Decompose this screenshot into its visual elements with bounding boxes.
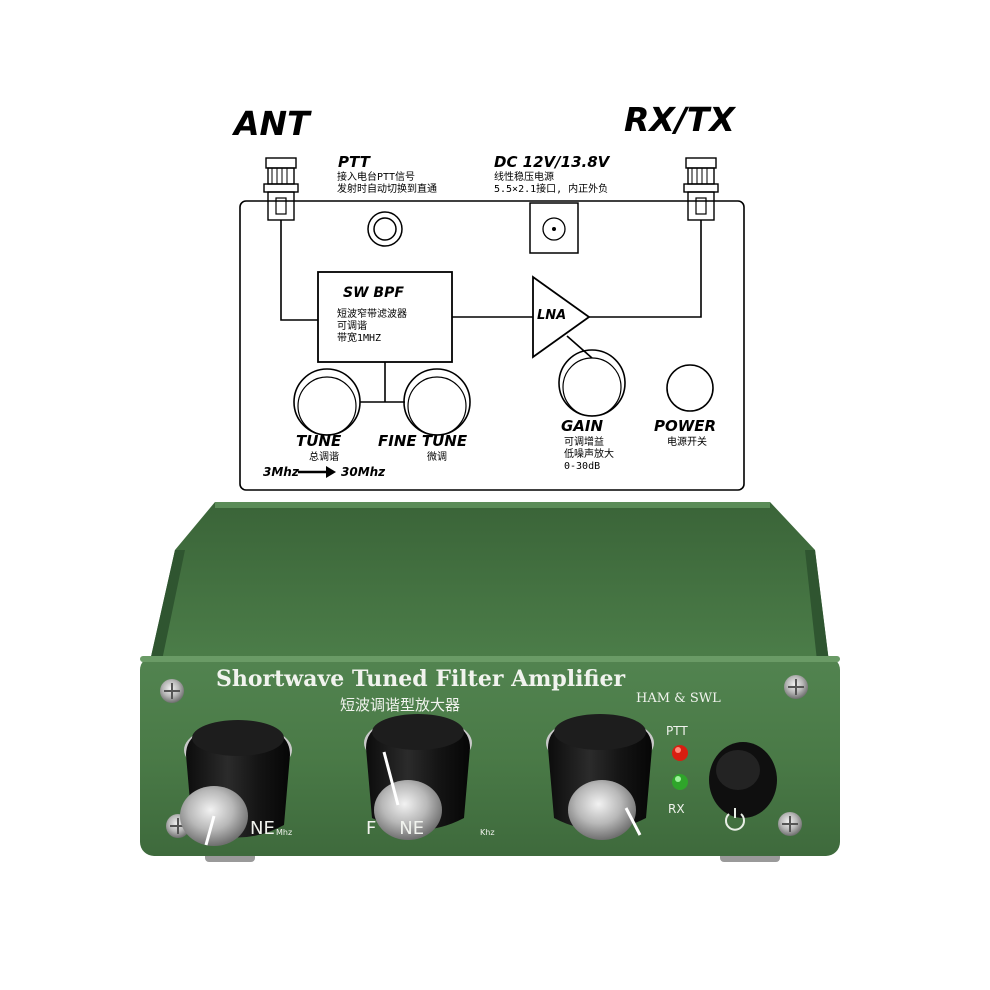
amplifier-device-photo: Shortwave Tuned Filter Amplifier 短波调谐型放大… xyxy=(0,480,990,990)
device-title-en: Shortwave Tuned Filter Amplifier xyxy=(216,666,626,692)
brand-label: HAM & SWL xyxy=(636,691,721,706)
ptt-desc-line2: 发射时自动切换到直通 xyxy=(337,184,437,195)
rxtx-label: RX/TX xyxy=(624,100,735,139)
tune-title: TUNE xyxy=(296,432,342,450)
wiring-diagram: ANT RX/TX PTT 接入电台PTT信号 发射时自动切换到直通 DC 12… xyxy=(234,100,745,491)
rx-led-icon xyxy=(672,774,688,790)
power-title: POWER xyxy=(654,417,717,435)
bpf-line1: 短波窄带滤波器 xyxy=(337,309,407,320)
power-button xyxy=(709,742,777,818)
dc-desc-line2: 5.5×2.1接口, 内正外负 xyxy=(494,184,609,195)
bpf-line2: 可调谐 xyxy=(337,321,367,332)
device-body xyxy=(140,502,840,862)
tune-unit: Mhz xyxy=(276,828,293,837)
range-to: 30Mhz xyxy=(341,465,386,479)
power-desc: 电源开关 xyxy=(667,437,707,448)
range-arrow-icon xyxy=(298,466,336,478)
ptt-jack-icon xyxy=(367,211,403,247)
ant-connector-icon xyxy=(263,157,299,221)
tune-label-partial: NE xyxy=(250,818,275,839)
gain-knob-icon xyxy=(558,349,626,417)
fine-tune-desc: 微调 xyxy=(427,452,447,463)
gain-title: GAIN xyxy=(561,417,604,435)
dc-desc-line1: 线性稳压电源 xyxy=(494,172,554,183)
gain-knob xyxy=(546,714,654,840)
gain-line2: 低噪声放大 xyxy=(564,449,614,460)
device-title-cn: 短波调谐型放大器 xyxy=(340,696,461,714)
screw-icon xyxy=(160,679,184,703)
rx-label: RX xyxy=(668,802,685,816)
range-from: 3Mhz xyxy=(263,465,299,479)
panel-outline xyxy=(239,200,745,491)
ant-label: ANT xyxy=(234,104,310,143)
ptt-desc-line1: 接入电台PTT信号 xyxy=(337,172,416,183)
lna-label: LNA xyxy=(537,308,567,323)
tune-desc: 总调谐 xyxy=(309,452,339,463)
fine-tune-label-partial: F NE xyxy=(366,818,425,839)
lna-triangle xyxy=(532,275,591,359)
bpf-title: SW BPF xyxy=(343,285,404,301)
screw-icon xyxy=(784,675,808,699)
fine-unit: Khz xyxy=(480,828,495,837)
power-switch-icon xyxy=(666,364,714,412)
fine-tune-title: FINE TUNE xyxy=(378,432,468,450)
dc-jack-icon xyxy=(529,202,579,254)
ptt-label: PTT xyxy=(666,724,688,738)
fine-tune-knob-icon xyxy=(403,368,471,436)
rxtx-connector-icon xyxy=(683,157,719,221)
screw-icon xyxy=(778,812,802,836)
fine-tune-knob xyxy=(364,714,472,840)
dc-title: DC 12V/13.8V xyxy=(494,153,610,171)
gain-line1: 可调增益 xyxy=(564,437,604,448)
ptt-led-icon xyxy=(672,745,688,761)
gain-line3: 0-30dB xyxy=(564,461,601,472)
power-icon xyxy=(725,808,745,831)
diagram-lines xyxy=(239,157,745,491)
tune-knob-icon xyxy=(293,368,361,436)
tune-knob xyxy=(180,720,292,846)
ptt-title: PTT xyxy=(338,153,370,171)
bpf-line3: 带宽1MHZ xyxy=(337,333,382,344)
